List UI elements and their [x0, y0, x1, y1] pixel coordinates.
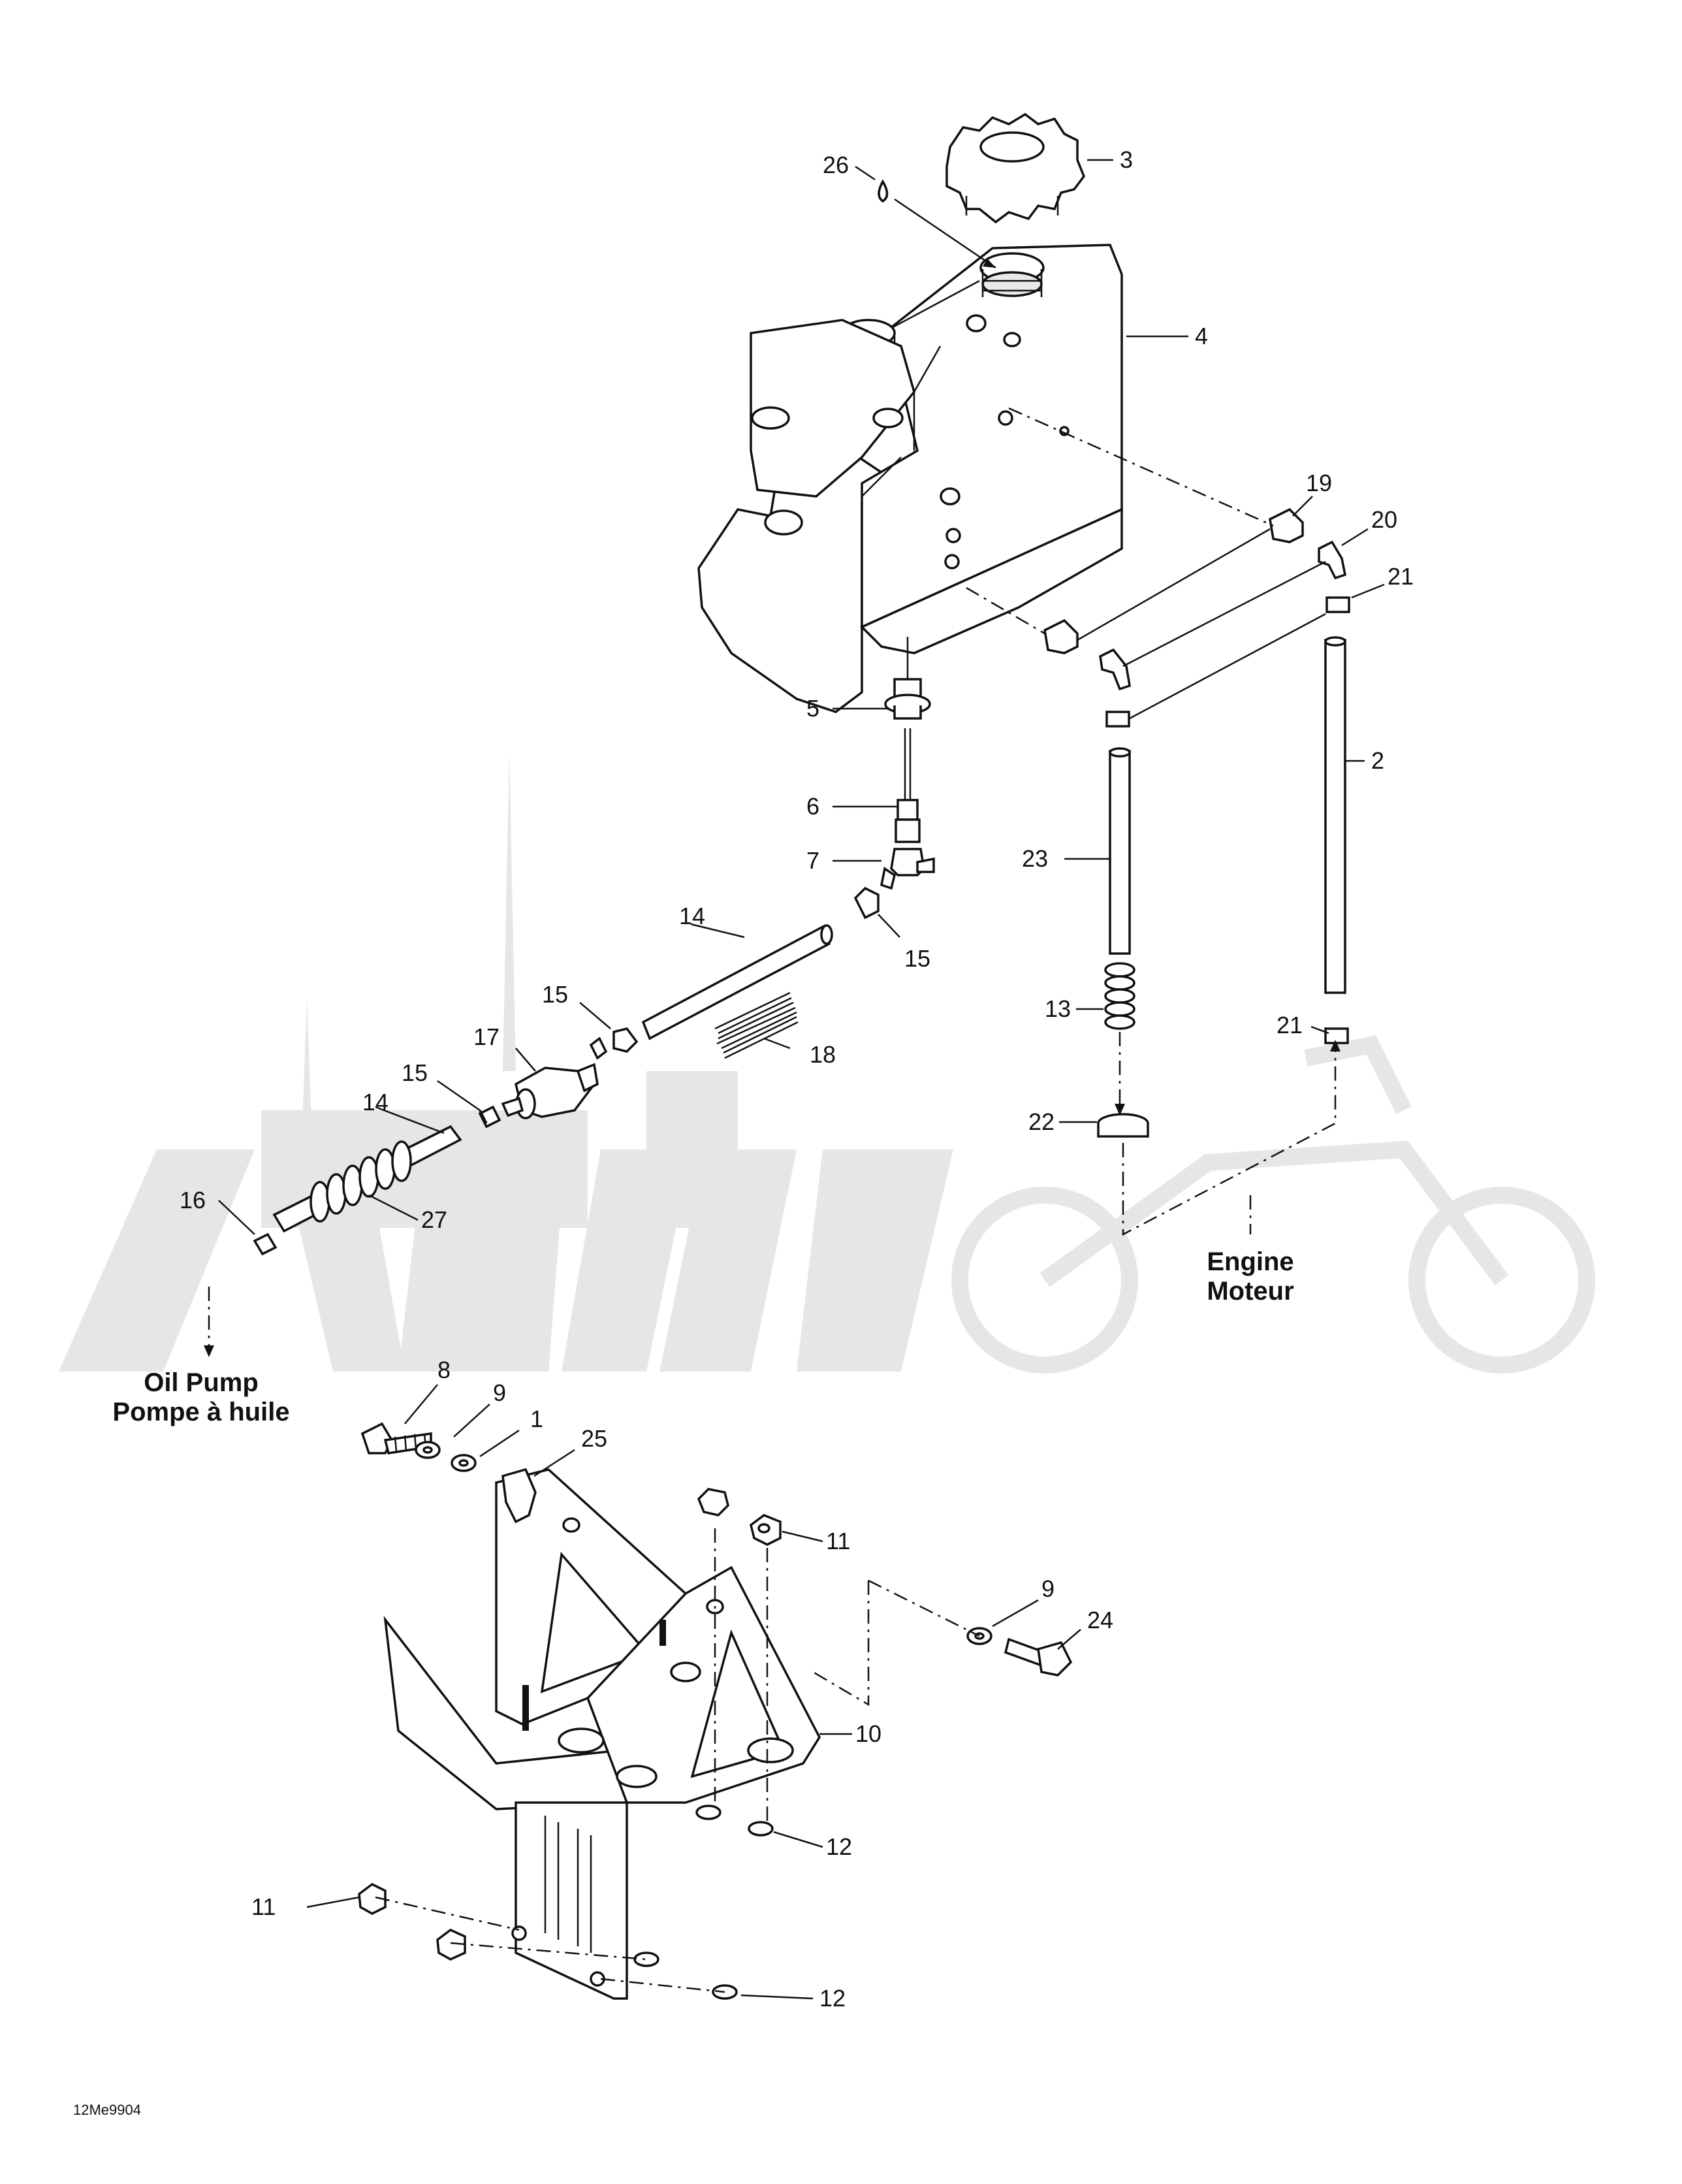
callouts: 26 3 4 19 20 21 5 2 6 7 23 14 15 15 13 1… — [180, 146, 1414, 2012]
callout-2: 2 — [1371, 747, 1384, 774]
filler-cap — [945, 112, 1085, 224]
callout-20: 20 — [1371, 506, 1397, 533]
oil-pump-label: Oil Pump Pompe à huile — [112, 1368, 289, 1426]
pipes — [1097, 636, 1349, 1138]
oil-tank — [697, 244, 1123, 713]
callout-12-top: 12 — [826, 1833, 852, 1860]
callout-13: 13 — [1045, 995, 1071, 1022]
callout-6: 6 — [806, 793, 819, 820]
callout-15-right: 15 — [904, 945, 930, 972]
svg-text:Oil Pump: Oil Pump — [144, 1368, 259, 1397]
protective-hose — [253, 1125, 462, 1256]
callout-17: 17 — [473, 1023, 500, 1050]
callout-23: 23 — [1022, 845, 1048, 872]
callout-11-bottom: 11 — [251, 1893, 276, 1920]
callout-1: 1 — [530, 1405, 543, 1432]
callout-19: 19 — [1306, 470, 1332, 496]
figure-code: 12Me9904 — [73, 2102, 141, 2118]
callout-21-bottom: 21 — [1277, 1012, 1303, 1038]
callout-18: 18 — [810, 1041, 836, 1068]
hardware — [358, 1422, 1073, 2000]
svg-text:Pompe à huile: Pompe à huile — [112, 1398, 289, 1426]
callout-25: 25 — [581, 1425, 607, 1452]
engine-label: Engine Moteur — [1207, 1247, 1293, 1306]
callout-26: 26 — [823, 152, 849, 178]
callout-14-top: 14 — [679, 903, 705, 929]
callout-15-mid: 15 — [542, 981, 568, 1008]
watermark — [59, 751, 1595, 1373]
svg-text:Moteur: Moteur — [1207, 1277, 1293, 1306]
callout-9-left: 9 — [493, 1379, 506, 1406]
oil-drop-icon — [878, 179, 889, 203]
callout-14-left: 14 — [362, 1089, 389, 1116]
right-fittings — [1043, 507, 1350, 728]
leader-lines — [218, 159, 1385, 2000]
callout-24: 24 — [1087, 1607, 1113, 1633]
svg-text:Engine: Engine — [1207, 1247, 1293, 1276]
callout-12-bottom: 12 — [819, 1985, 846, 2012]
callout-16: 16 — [180, 1187, 206, 1213]
callout-8: 8 — [437, 1357, 451, 1383]
callout-22: 22 — [1028, 1108, 1055, 1135]
guide-lines — [204, 407, 1341, 1993]
callout-11-top: 11 — [826, 1528, 850, 1554]
outlet-parts — [880, 637, 935, 890]
callout-15-left: 15 — [402, 1059, 428, 1086]
callout-9-right: 9 — [1041, 1575, 1055, 1602]
callout-5: 5 — [806, 695, 819, 722]
callout-3: 3 — [1120, 146, 1133, 173]
fuel-line-parts — [478, 886, 880, 1129]
callout-21-top: 21 — [1388, 563, 1414, 590]
callout-4: 4 — [1195, 323, 1208, 349]
callout-27: 27 — [421, 1206, 447, 1233]
callout-10: 10 — [855, 1720, 881, 1747]
callout-7: 7 — [806, 847, 819, 874]
mount-bracket — [383, 1468, 821, 2000]
